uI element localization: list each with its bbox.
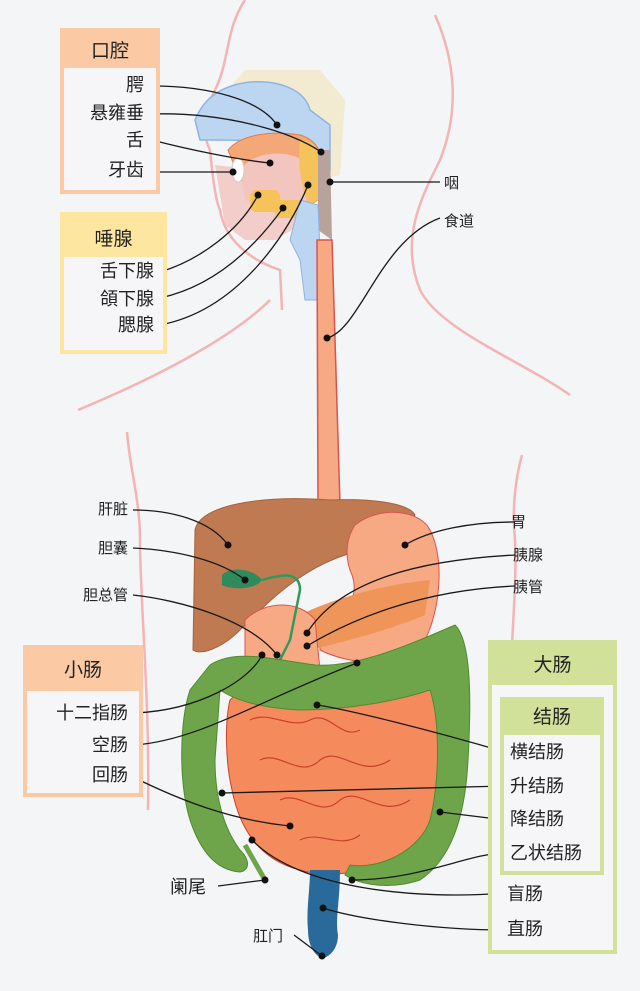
- salivary-glands-title: 唾腺: [94, 228, 133, 250]
- label-common-bile-duct: 胆总管: [82, 586, 128, 604]
- label-anus: 肛门: [253, 927, 284, 945]
- label-pharynx: 咽: [444, 174, 460, 192]
- large-intestine-title: 大肠: [533, 654, 572, 676]
- label-pancreatic-duct: 胰管: [513, 578, 544, 596]
- small-intestine-box: 小肠: [23, 645, 143, 797]
- label-sublingual-gland: 舌下腺: [100, 261, 154, 282]
- label-sigmoid-colon: 乙状结肠: [510, 843, 582, 864]
- label-appendix: 阑尾: [170, 877, 206, 898]
- label-submandibular-gland: 頜下腺: [100, 289, 154, 310]
- colon-shape: [181, 624, 471, 886]
- label-esophagus: 食道: [444, 212, 475, 230]
- appendix-shape: [242, 843, 268, 882]
- label-rectum: 直肠: [507, 919, 543, 940]
- oral-cavity-box: 口腔: [60, 28, 160, 194]
- label-transverse-colon: 横结肠: [510, 742, 564, 763]
- label-gallbladder: 胆囊: [97, 539, 128, 557]
- salivary-glands-box: 唾腺: [60, 212, 167, 354]
- colon-title: 结肠: [532, 706, 571, 728]
- oral-cavity-title: 口腔: [90, 40, 129, 62]
- label-teeth: 牙齿: [108, 160, 144, 181]
- label-palate: 腭: [126, 75, 144, 96]
- label-ileum: 回肠: [92, 765, 128, 786]
- small-intestine-title: 小肠: [63, 659, 102, 681]
- label-tongue: 舌: [126, 130, 144, 151]
- bile-duct-shape: [261, 574, 302, 661]
- label-uvula: 悬雍垂: [90, 103, 144, 124]
- label-cecum: 盲肠: [507, 884, 543, 905]
- label-descending-colon: 降结肠: [510, 809, 564, 830]
- esophagus-shape: [316, 239, 341, 506]
- colon-box: 结肠: [500, 697, 604, 875]
- label-ascending-colon: 升结肠: [510, 776, 564, 797]
- label-duodenum: 十二指肠: [56, 703, 128, 724]
- submandibular-gland-shape: [275, 200, 303, 218]
- rectum-shape: [307, 870, 340, 958]
- pharynx-shape: [318, 150, 332, 240]
- label-pancreas: 胰腺: [513, 546, 544, 564]
- body-outline: [77, 0, 571, 843]
- leader-lines: [132, 85, 516, 957]
- label-jejunum: 空肠: [92, 735, 128, 756]
- leader-dots: [218, 121, 444, 960]
- label-parotid-gland: 腮腺: [118, 315, 154, 336]
- label-stomach: 胃: [511, 513, 527, 531]
- label-liver: 肝脏: [97, 500, 128, 518]
